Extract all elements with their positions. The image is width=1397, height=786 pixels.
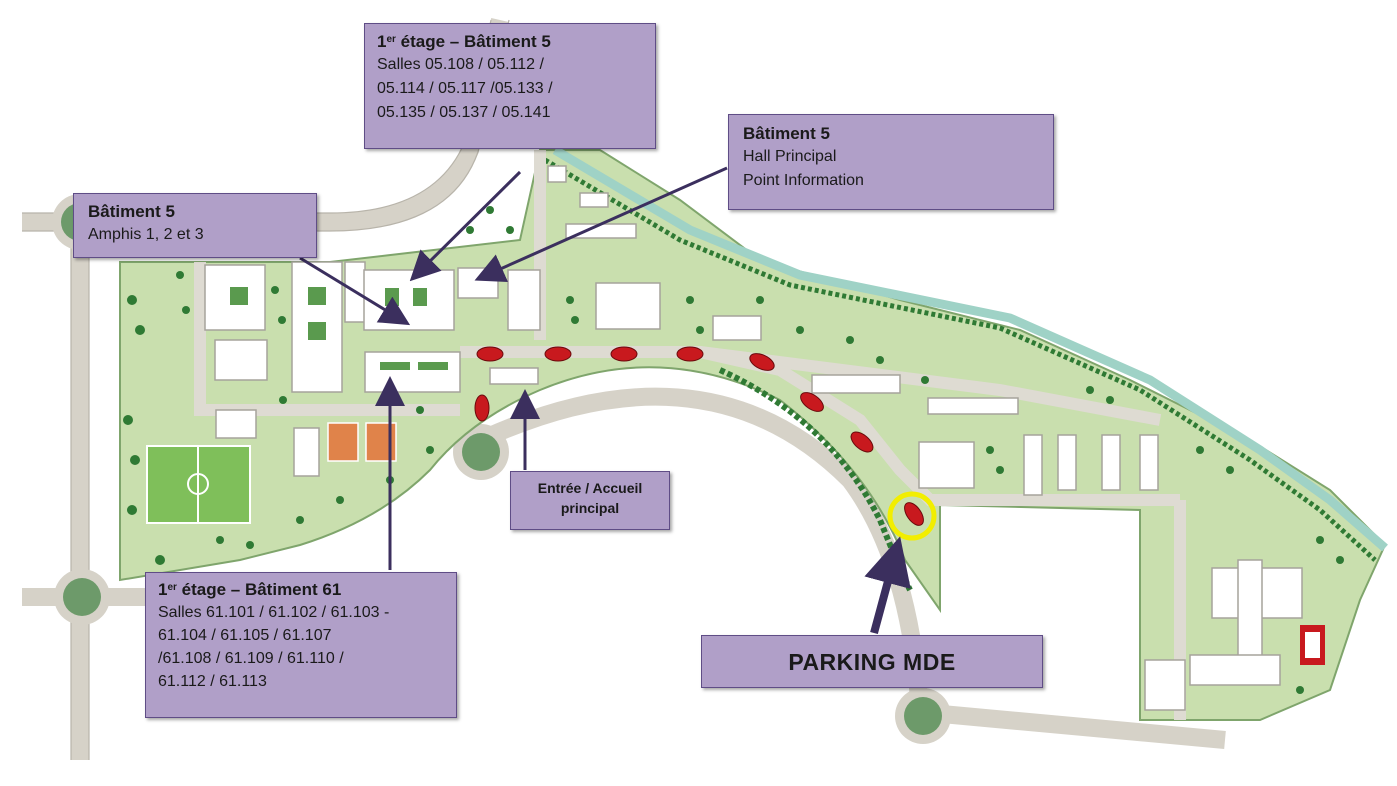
- label-line: Point Information: [743, 172, 864, 189]
- label-line: 05.114 / 05.117 /05.133 /: [377, 80, 553, 97]
- label-line: /61.108 / 61.109 / 61.110 /: [158, 650, 344, 667]
- label-line: Salles 05.108 / 05.112 /: [377, 56, 544, 73]
- label-line: Salles 61.101 / 61.102 / 61.103 -: [158, 604, 390, 621]
- label-line: 61.112 / 61.113: [158, 673, 267, 690]
- label-parking-mde-title: PARKING MDE: [788, 648, 956, 675]
- label-entrance: Entrée / Accueil principal: [510, 471, 670, 530]
- road-edges: [22, 19, 510, 760]
- label-parking-mde: PARKING MDE: [701, 635, 1043, 688]
- label-line: Hall Principal: [743, 148, 837, 165]
- buildings: [204, 165, 1303, 711]
- label-b61-first-floor-title: 1er étage – Bâtiment 61: [158, 580, 342, 599]
- trees: [123, 206, 1344, 694]
- cars: [474, 346, 924, 526]
- arrow-b5-first-floor: [409, 170, 522, 282]
- label-line: Amphis 1, 2 et 3: [88, 226, 204, 243]
- label-b5-amphis-title: Bâtiment 5: [88, 202, 175, 221]
- arrow-parking: [864, 536, 911, 635]
- river: [552, 146, 1388, 552]
- label-b5-first-floor-title: 1er étage – Bâtiment 5: [377, 32, 551, 51]
- label-line: 05.135 / 05.137 / 05.141: [377, 104, 551, 121]
- river-bank: [543, 157, 1377, 562]
- arrow-b5-amphis: [299, 256, 411, 326]
- label-line: principal: [560, 500, 620, 516]
- label-b5-hall: Bâtiment 5 Hall Principal Point Informat…: [728, 114, 1054, 210]
- label-b5-first-floor: 1er étage – Bâtiment 5 Salles 05.108 / 0…: [364, 23, 656, 149]
- arrow-b5-hall: [474, 166, 728, 282]
- label-b5-amphis: Bâtiment 5 Amphis 1, 2 et 3: [73, 193, 317, 258]
- pointer-arrows: [299, 166, 911, 635]
- label-b61-first-floor: 1er étage – Bâtiment 61 Salles 61.101 / …: [145, 572, 457, 718]
- parking-highlight: [887, 491, 937, 541]
- label-line: Entrée / Accueil: [537, 480, 643, 496]
- label-b5-hall-title: Bâtiment 5: [743, 124, 830, 143]
- sports-fields: [146, 422, 397, 524]
- label-line: 61.104 / 61.105 / 61.107: [158, 627, 332, 644]
- building-red-inner: [1305, 632, 1320, 658]
- courtyards: [230, 287, 448, 370]
